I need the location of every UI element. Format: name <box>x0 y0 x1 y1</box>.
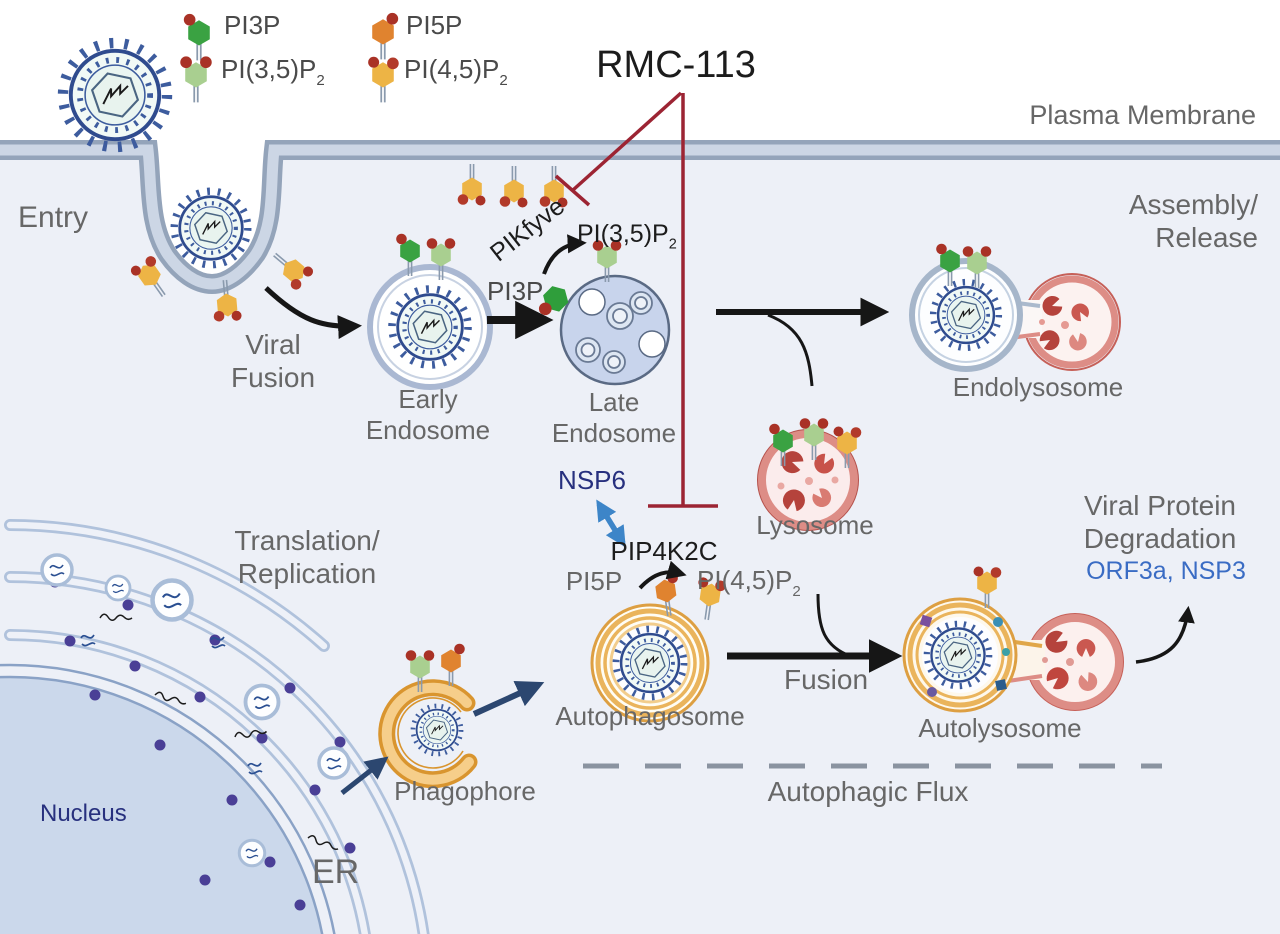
pikfyve-reaction-arrow <box>542 234 587 275</box>
inhibition-line-pikfyve <box>571 91 683 192</box>
plasma-membrane-label: Plasma Membrane <box>1029 100 1256 130</box>
nucleus-label: Nucleus <box>40 800 127 827</box>
lysosome-fusion-branch <box>816 593 851 658</box>
pi3p-pathway-label: PI3P <box>487 276 544 306</box>
phagophore-to-autophagosome-arrow <box>472 680 545 717</box>
phagophore-shape <box>378 679 478 789</box>
endolysosome-label: Endolysosome <box>952 372 1124 402</box>
virus-entry-pit-icon <box>174 191 248 265</box>
entry-label: Entry <box>18 201 89 234</box>
autolysosome-label: Autolysosome <box>918 713 1082 743</box>
pathway-arrows <box>264 234 1195 795</box>
nsp6-label: NSP6 <box>558 465 626 495</box>
legend-pi35p2-label: PI(3,5)P2 <box>221 54 325 89</box>
pi5p-pathway-label: PI5P <box>565 566 623 596</box>
late-endosome-shape <box>559 274 671 386</box>
legend-pi45p2-label: PI(4,5)P2 <box>404 54 508 89</box>
nucleus-shape <box>0 663 336 934</box>
lysosome-branch-arrow <box>767 313 814 387</box>
degradation-targets-label: ORF3a, NSP3 <box>1086 557 1246 585</box>
pi45p2-pathway-label: PI(4,5)P2 <box>697 565 801 600</box>
viral-fusion-arrow <box>264 286 362 340</box>
legend-pi5p-label: PI5P <box>406 10 463 40</box>
plasma-membrane-band <box>0 140 1280 295</box>
rmc113-title: RMC-113 <box>596 44 756 86</box>
virus-extracellular-icon <box>63 43 167 147</box>
degradation-arrow <box>1135 605 1195 664</box>
pip4k2c-reaction-arrow <box>638 560 687 590</box>
nsp6-pip4k2c-interaction-arrow <box>596 499 626 548</box>
degradation-debris <box>919 614 1010 697</box>
legend-pi3p-label: PI3P <box>224 10 281 40</box>
rmc113-inhibition-lines <box>554 91 718 508</box>
translation-replication-label: Translation/Replication <box>234 525 380 590</box>
er-to-phagophore-arrow <box>340 756 389 795</box>
legend-pi5p-icon <box>371 11 400 61</box>
fusion-label: Fusion <box>783 664 869 695</box>
legend-pi45p2-icon <box>367 55 400 104</box>
inhibition-tbar-pikfyve <box>554 174 591 207</box>
autophagosome-label: Autophagosome <box>555 701 745 731</box>
pip4k2c-label: PIP4K2C <box>610 536 718 566</box>
assembly-release-label: Assembly/Release <box>1128 189 1258 254</box>
legend-pi35p2-icon <box>179 55 213 104</box>
pi35p2-pathway-label: PI(3,5)P2 <box>577 220 677 253</box>
legend-pi3p-icon <box>182 12 211 62</box>
phagophore-label: Phagophore <box>394 776 536 806</box>
autophagic-flux-label: Autophagic Flux <box>767 776 969 807</box>
lysosome-label: Lysosome <box>756 510 874 540</box>
er-label: ER <box>312 853 360 891</box>
